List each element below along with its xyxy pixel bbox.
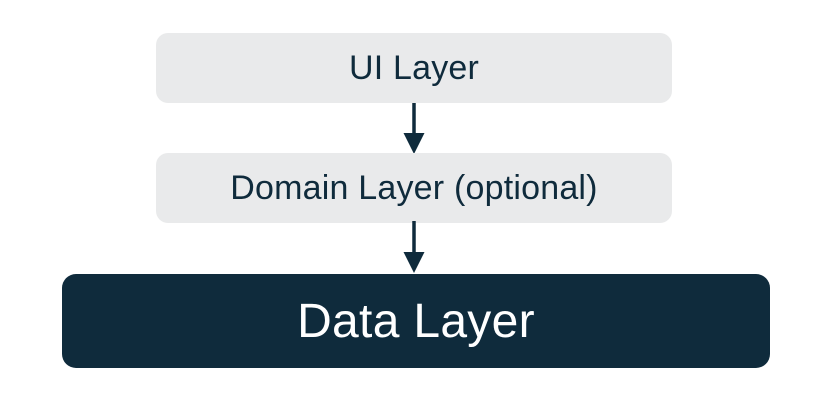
- node-data-layer-label: Data Layer: [297, 294, 535, 348]
- node-ui-layer-label: UI Layer: [348, 48, 480, 87]
- arrow-down-ui-to-domain-icon: [403, 103, 425, 154]
- node-ui-layer: UI Layer: [156, 33, 672, 103]
- arrow-down-domain-to-data-icon: [403, 221, 425, 273]
- node-data-layer: Data Layer: [62, 274, 770, 368]
- node-domain-layer: Domain Layer (optional): [156, 153, 672, 223]
- node-domain-layer-label: Domain Layer (optional): [230, 168, 598, 207]
